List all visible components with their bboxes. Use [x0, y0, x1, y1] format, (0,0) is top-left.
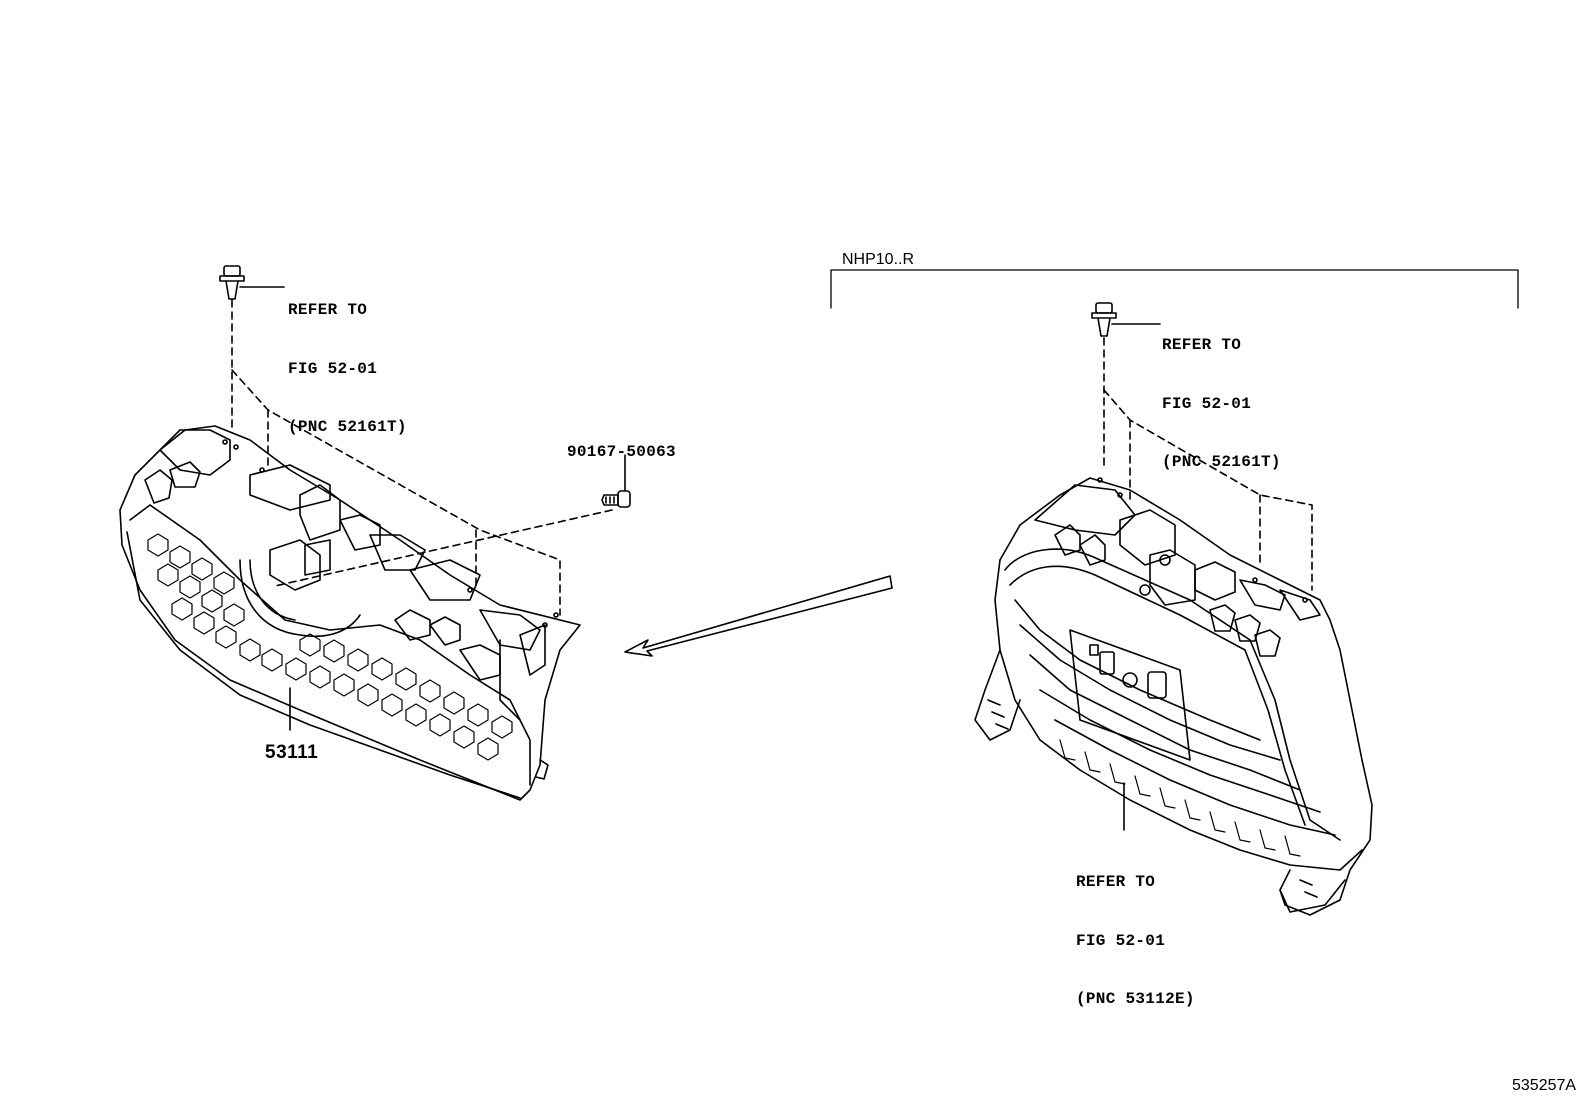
refer-label-right-line3: (PNC 52161T)	[1162, 453, 1281, 471]
view-arrow	[624, 575, 893, 657]
refer-label-bottom-line2: FIG 52-01	[1076, 931, 1166, 950]
figure-id: 535257A	[1512, 1077, 1577, 1094]
dashed-leader-lines-right	[1103, 337, 1313, 591]
refer-label-right: REFER TO FIG 52-01 (PNC 52161T)	[1162, 297, 1281, 492]
refer-label-right-line2: FIG 52-01	[1162, 394, 1252, 413]
variant-label: NHP10..R	[842, 251, 915, 268]
refer-label-right-line1: REFER TO	[1162, 336, 1242, 354]
refer-label-bottom-line1: REFER TO	[1076, 873, 1156, 891]
clip-icon-right	[1091, 302, 1161, 337]
refer-label-left-line2: FIG 52-01	[288, 359, 378, 378]
screw-part-number: 90167-50063	[567, 443, 676, 461]
screw-icon	[601, 454, 631, 508]
upper-grille-53111	[119, 425, 581, 801]
refer-label-left-line3: (PNC 52161T)	[288, 418, 407, 436]
refer-label-bottom-line3: (PNC 53112E)	[1076, 990, 1195, 1008]
dashed-leader-lines-left	[231, 299, 613, 616]
refer-label-left-line1: REFER TO	[288, 301, 368, 319]
refer-label-bottom: REFER TO FIG 52-01 (PNC 53112E)	[1076, 834, 1195, 1029]
clip-icon-left	[219, 265, 285, 300]
variant-bracket	[830, 269, 1519, 309]
grille-part-number: 53111	[265, 742, 319, 763]
grille-assembly-right	[974, 477, 1373, 916]
refer-label-left: REFER TO FIG 52-01 (PNC 52161T)	[288, 262, 407, 457]
